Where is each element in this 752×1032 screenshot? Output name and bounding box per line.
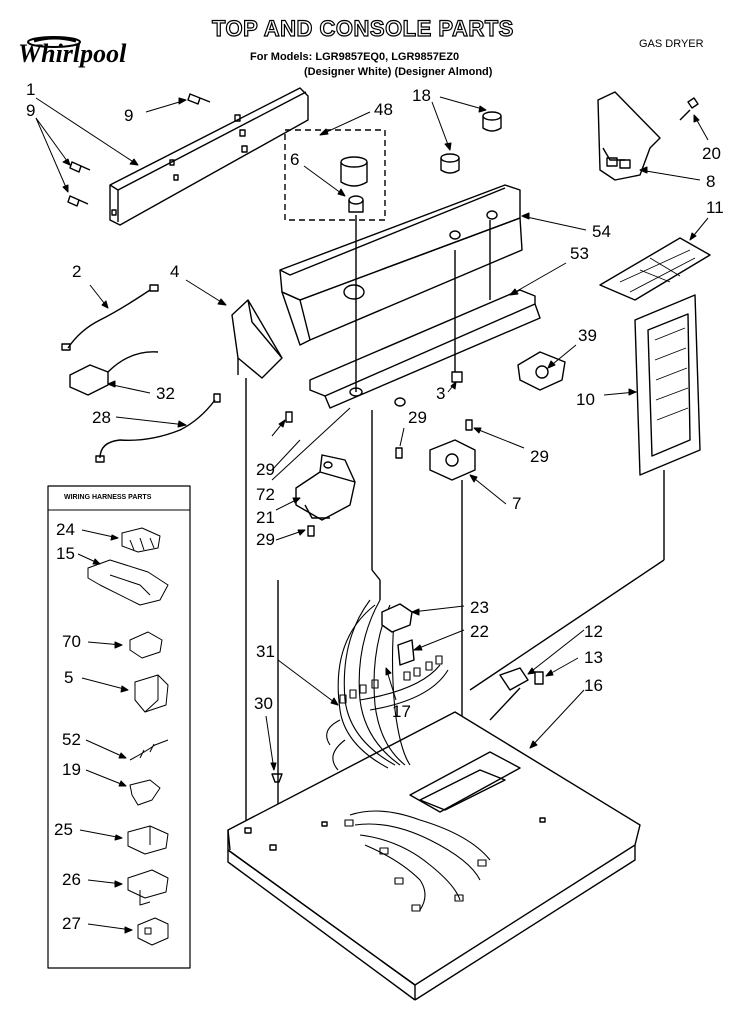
callout: 6 bbox=[290, 150, 300, 169]
callout: 29 bbox=[256, 530, 275, 549]
page-title: TOP AND CONSOLE PARTS bbox=[211, 15, 514, 41]
callout: 48 bbox=[374, 100, 393, 119]
callout: 8 bbox=[706, 172, 716, 191]
variants-line: (Designer White) (Designer Almond) bbox=[304, 66, 493, 78]
legend-frame bbox=[47, 485, 191, 969]
logo-swoosh-icon bbox=[27, 36, 81, 48]
callout: 21 bbox=[256, 508, 275, 527]
callout: 11 bbox=[706, 198, 724, 217]
end-cap-4 bbox=[231, 299, 283, 379]
knob-18-b bbox=[482, 111, 502, 132]
callout: 2 bbox=[72, 262, 82, 281]
part-12 bbox=[499, 667, 529, 691]
legend-callout: 52 bbox=[62, 730, 81, 749]
console-bracket-1 bbox=[109, 87, 309, 226]
part-39 bbox=[517, 351, 566, 391]
callout: 17 bbox=[392, 702, 411, 721]
clip-22 bbox=[397, 639, 415, 666]
callout: 13 bbox=[584, 648, 603, 667]
screw-9-mid bbox=[69, 161, 91, 173]
callout: 3 bbox=[436, 384, 446, 403]
switch-bracket-8 bbox=[597, 91, 661, 181]
connector-23 bbox=[381, 603, 413, 633]
legend-title: WIRING HARNESS PARTS bbox=[64, 494, 152, 501]
cabinet-top-16 bbox=[227, 711, 641, 1001]
part-3 bbox=[451, 371, 463, 383]
legend-callout: 19 bbox=[62, 760, 81, 779]
callout: 22 bbox=[470, 622, 489, 641]
callout: 7 bbox=[512, 494, 522, 513]
knob-18-a bbox=[440, 153, 460, 174]
knob-6 bbox=[340, 156, 368, 213]
callout: 53 bbox=[570, 244, 589, 263]
callout: 32 bbox=[156, 384, 175, 403]
product-type: GAS DRYER bbox=[639, 38, 704, 50]
lint-screen-11 bbox=[599, 237, 711, 301]
part-7 bbox=[429, 439, 476, 481]
timer-21 bbox=[295, 454, 356, 521]
control-rail-53 bbox=[309, 289, 541, 409]
legend-callout: 27 bbox=[62, 914, 81, 933]
screw-9-low bbox=[67, 195, 89, 207]
callout: 16 bbox=[584, 676, 603, 695]
callout: 1 bbox=[26, 80, 36, 99]
lint-housing-10 bbox=[634, 294, 701, 476]
callout: 31 bbox=[256, 642, 275, 661]
legend-callout: 70 bbox=[62, 632, 81, 651]
callout: 28 bbox=[92, 408, 111, 427]
legend-callout: 25 bbox=[54, 820, 73, 839]
callout: 10 bbox=[576, 390, 595, 409]
callout: 54 bbox=[592, 222, 611, 241]
callout: 39 bbox=[578, 326, 597, 345]
callout: 30 bbox=[254, 694, 273, 713]
callout: 23 bbox=[470, 598, 489, 617]
wiring-harness bbox=[326, 599, 491, 912]
callout: 12 bbox=[584, 622, 603, 641]
legend-callout: 5 bbox=[64, 668, 74, 687]
legend-callout: 26 bbox=[62, 870, 81, 889]
callout: 72 bbox=[256, 485, 275, 504]
callout: 9 bbox=[26, 101, 36, 120]
callout: 18 bbox=[412, 86, 431, 105]
console-54 bbox=[279, 184, 523, 346]
legend-parts bbox=[87, 527, 169, 946]
models-line: For Models: LGR9857EQ0, LGR9857EZ0 bbox=[250, 51, 460, 63]
screw-13 bbox=[534, 671, 544, 685]
wire-28 bbox=[99, 399, 216, 459]
callout: 29 bbox=[530, 447, 549, 466]
legend-callout: 24 bbox=[56, 520, 75, 539]
callout: 20 bbox=[702, 144, 721, 163]
brand-name: Whirlpool bbox=[18, 39, 127, 68]
callout: 29 bbox=[408, 408, 427, 427]
connector-32 bbox=[69, 351, 159, 396]
callout: 29 bbox=[256, 460, 275, 479]
part-30 bbox=[271, 773, 283, 783]
wire-2 bbox=[67, 289, 151, 349]
legend-callout: 15 bbox=[56, 544, 75, 563]
brand-logo: Whirlpool bbox=[14, 33, 149, 73]
callout: 4 bbox=[170, 262, 180, 281]
screw-9-top bbox=[187, 93, 211, 105]
callout: 9 bbox=[124, 106, 134, 125]
